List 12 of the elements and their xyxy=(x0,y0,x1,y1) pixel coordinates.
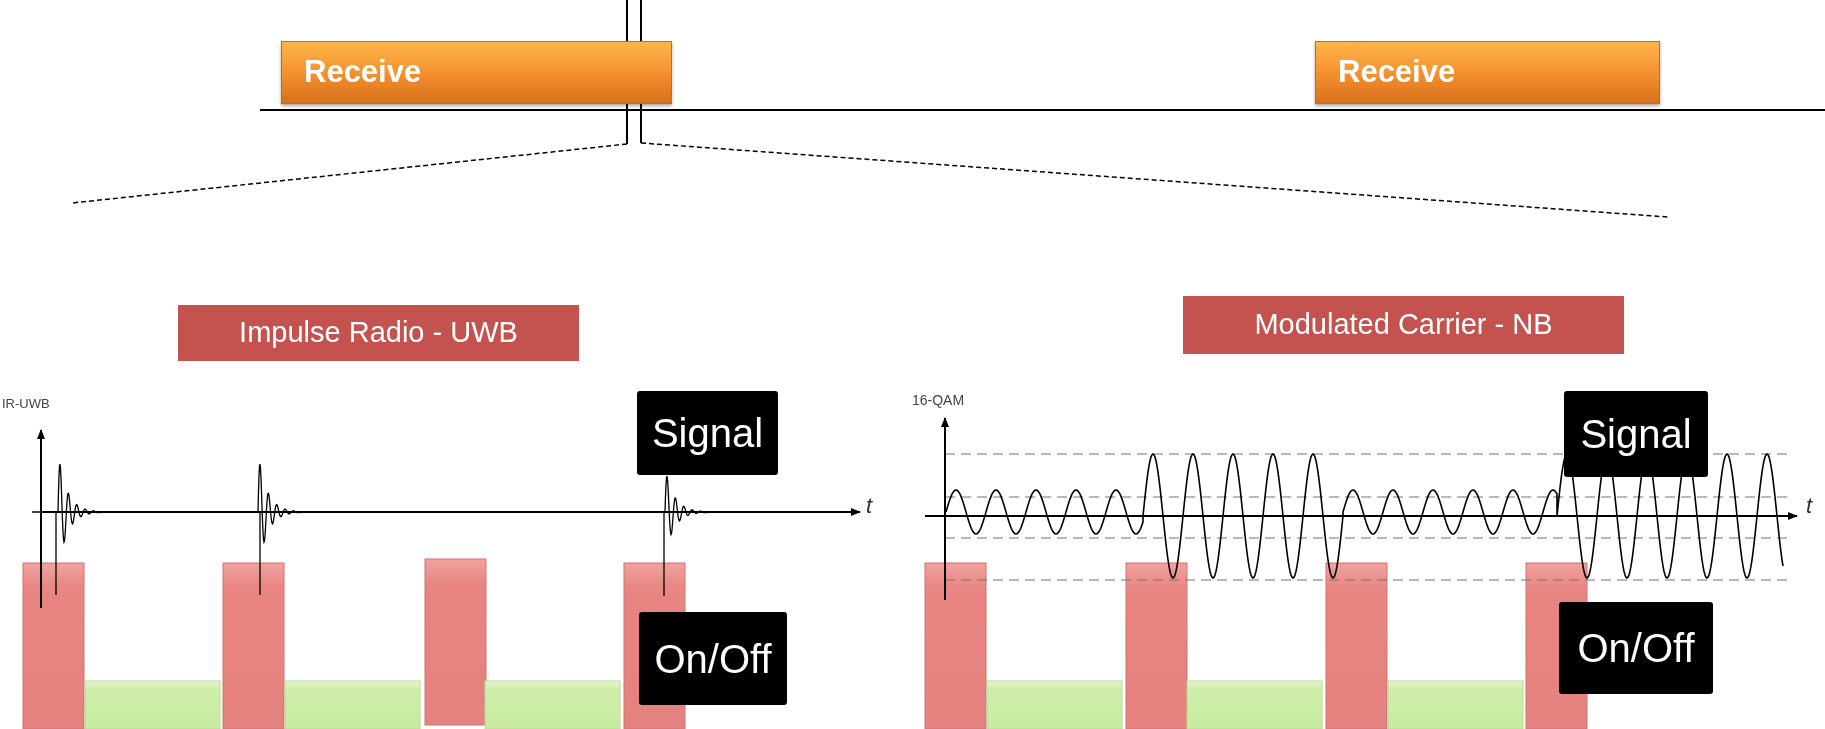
signal-tag: Signal xyxy=(637,391,778,475)
axis-label: 16-QAM xyxy=(912,393,965,407)
axis-label: t xyxy=(866,495,873,517)
title-banner: Modulated Carrier - NB xyxy=(1183,296,1624,354)
signal-tag: Signal xyxy=(1564,391,1708,477)
signal-tag: On/Off xyxy=(1559,602,1713,694)
axis-label: t xyxy=(1806,495,1813,517)
phase-bar: Receive xyxy=(281,41,672,104)
title-banner: Impulse Radio - UWB xyxy=(178,305,579,361)
axis-label: IR-UWB xyxy=(2,397,50,410)
phase-bar: Receive xyxy=(1315,41,1660,104)
signal-tag: On/Off xyxy=(639,612,787,705)
